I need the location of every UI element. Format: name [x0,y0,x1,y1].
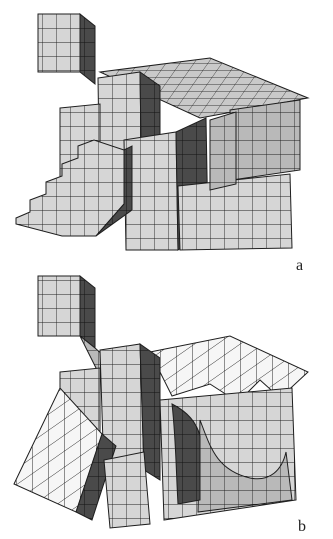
central-column [104,452,150,528]
right-inner-wall [210,112,236,190]
panel-label-a: a [296,258,303,274]
right-wall [230,100,300,180]
panel-b-smoothed-model [14,276,308,528]
panel-label-b: b [298,519,306,535]
panel-a-voxel-model [16,14,308,250]
right-lower-front [178,174,292,250]
floating-block-front-b [38,276,80,336]
floating-block-side [80,14,95,84]
floating-block-front [38,14,80,72]
